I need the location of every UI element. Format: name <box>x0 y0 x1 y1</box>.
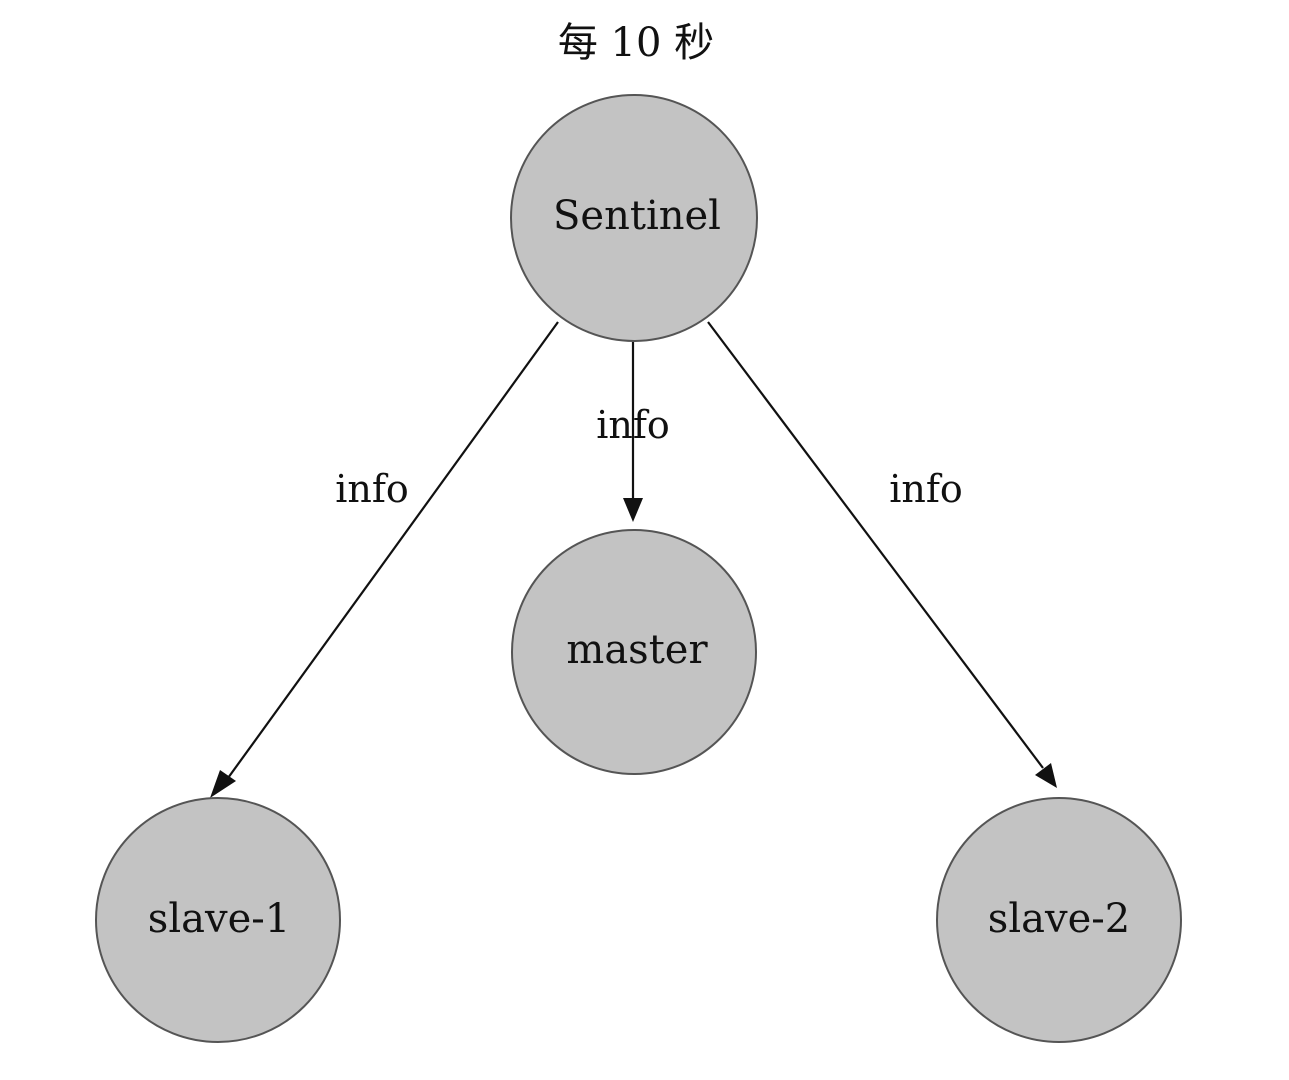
node-sentinel-circle <box>510 94 758 342</box>
edge-line-slave-2 <box>707 321 1044 769</box>
edge-label-master: info <box>596 403 670 447</box>
node-sentinel-label: Sentinel <box>553 193 721 239</box>
edge-label-slave-2: info <box>889 467 963 511</box>
node-slave-1-label: slave-1 <box>148 896 290 942</box>
node-master: master <box>511 529 757 775</box>
node-slave-2-circle <box>936 797 1182 1043</box>
node-master-circle <box>511 529 757 775</box>
edge-sentinel-to-master: info <box>596 342 670 522</box>
node-master-label: master <box>566 627 708 673</box>
node-slave-2: slave-2 <box>936 797 1182 1043</box>
edge-label-slave-1: info <box>335 467 409 511</box>
diagram-title: 每 10 秒 <box>558 20 714 66</box>
node-slave-2-label: slave-2 <box>988 896 1130 942</box>
arrow-head-master <box>623 498 643 522</box>
edge-sentinel-to-slave-1: info <box>210 321 559 798</box>
node-sentinel: Sentinel <box>510 94 758 342</box>
node-slave-1: slave-1 <box>95 797 341 1043</box>
node-slave-1-circle <box>95 797 341 1043</box>
arrow-head-slave-1 <box>210 770 236 798</box>
edge-line-slave-1 <box>227 321 559 779</box>
arrow-head-slave-2 <box>1035 763 1057 788</box>
edge-sentinel-to-slave-2: info <box>707 321 1057 788</box>
